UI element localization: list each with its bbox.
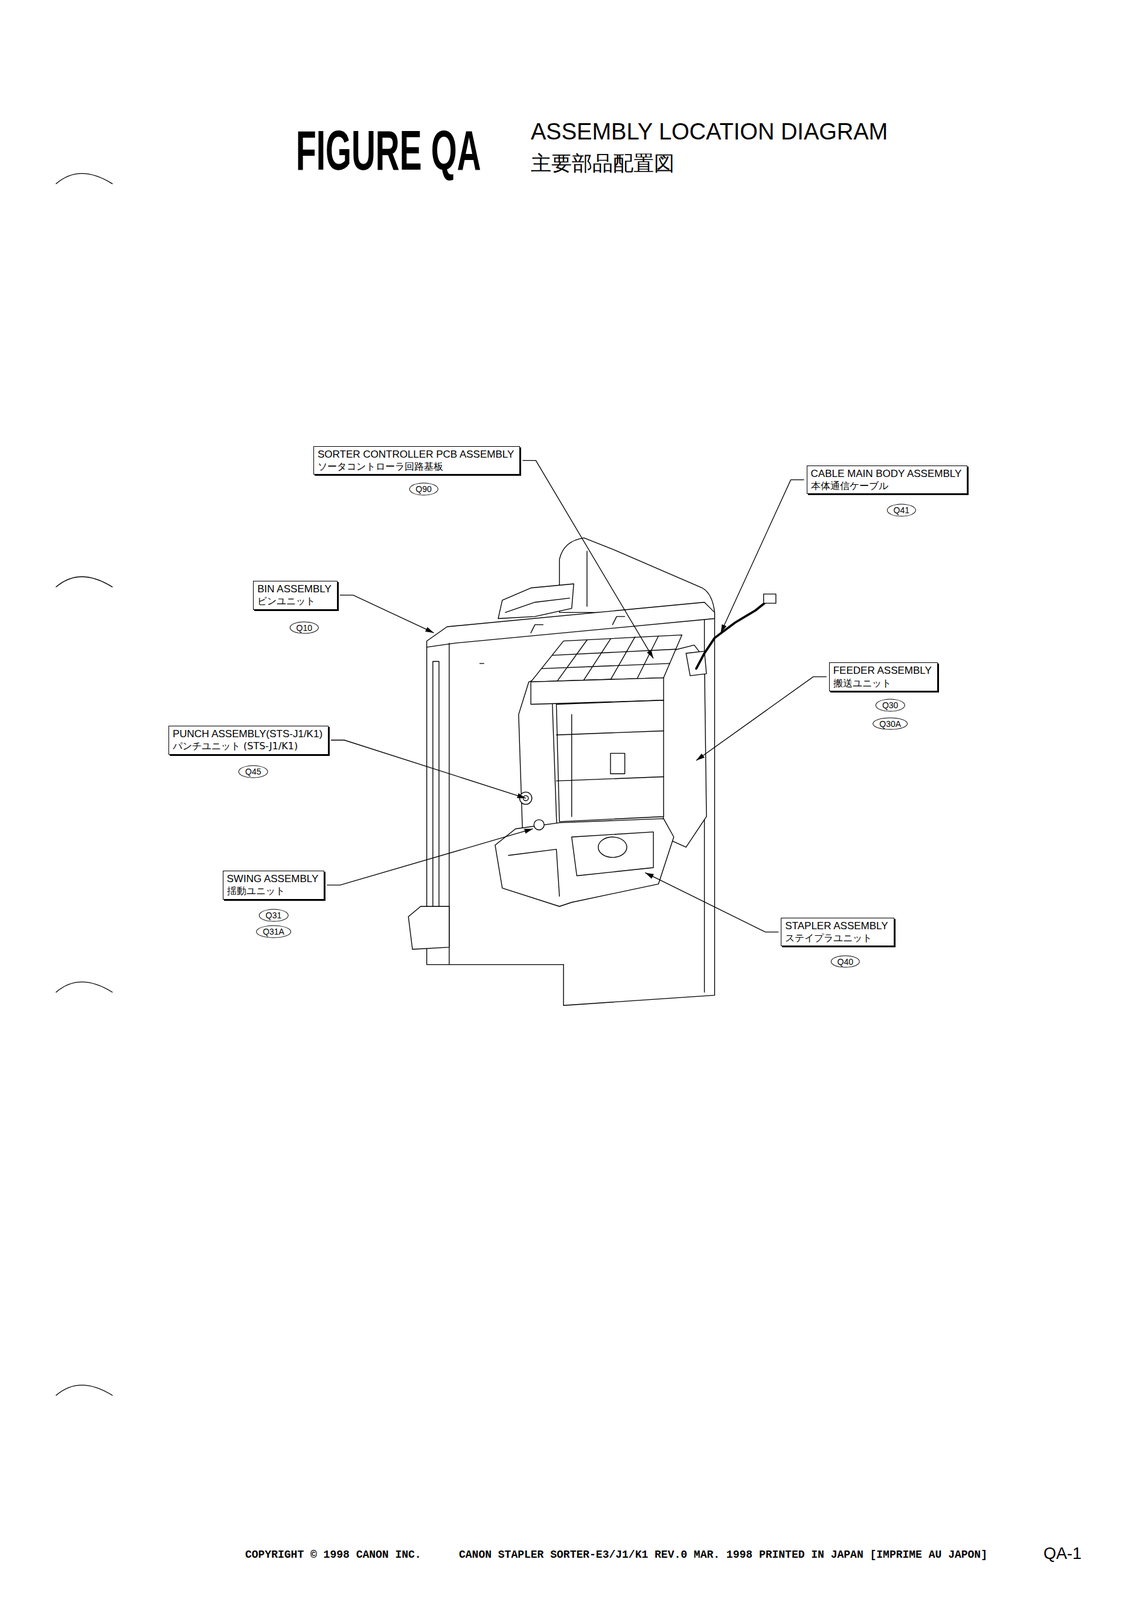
part-name-ja: 揺動ユニット <box>227 885 319 897</box>
leader-line <box>696 676 827 761</box>
callout-number: Q45 <box>245 766 261 778</box>
callout-number: Q31A <box>262 926 285 938</box>
part-name: SORTER CONTROLLER PCB ASSEMBLY <box>317 448 514 461</box>
callout-number: Q30 <box>882 700 898 711</box>
cabinet-base <box>449 964 564 965</box>
lower-tray <box>408 906 450 950</box>
callout-number: Q31 <box>265 910 282 921</box>
label-box: BIN ASSEMBLYビンユニット <box>253 580 338 610</box>
cabinet-lid-mark <box>480 663 485 664</box>
cable <box>696 602 766 669</box>
frame-right-plate <box>661 644 707 848</box>
output-tray <box>498 583 574 619</box>
part-name-ja: 本体通信ケーブル <box>810 480 962 492</box>
callout-oval: Q45 <box>238 765 268 779</box>
copyright-note: COPYRIGHT © 1998 CANON INC. <box>245 1549 422 1561</box>
callout-oval: Q90 <box>408 482 438 496</box>
part-name: SWING ASSEMBLY <box>227 873 319 886</box>
label-box: SWING ASSEMBLY揺動ユニット <box>222 870 325 900</box>
callout-oval: Q30A <box>872 717 908 731</box>
part-name: STAPLER ASSEMBLY <box>785 920 888 933</box>
callout-number: Q40 <box>837 956 854 967</box>
part-name: BIN ASSEMBLY <box>257 583 332 596</box>
binder-hole <box>56 1385 113 1396</box>
feeder-grid-front <box>530 678 664 705</box>
subtitle-en: ASSEMBLY LOCATION DIAGRAM <box>530 120 888 144</box>
stapler-detail <box>508 832 654 897</box>
punch-knob <box>519 792 533 805</box>
callout-oval: Q30 <box>875 699 905 712</box>
figure-title: FIGURE QA <box>295 122 482 179</box>
binder-hole <box>56 981 113 993</box>
cabinet-back <box>559 538 715 613</box>
subtitle-ja: 主要部品配置図 <box>530 152 675 174</box>
cabinet-slot <box>432 661 440 924</box>
label-box: CABLE MAIN BODY ASSEMBLY本体通信ケーブル <box>806 465 968 495</box>
label-box: SORTER CONTROLLER PCB ASSEMBLYソータコントローラ回… <box>313 446 520 476</box>
callout-oval: Q31A <box>256 925 292 939</box>
lid-hook <box>612 616 625 625</box>
callout-number: Q30A <box>879 718 901 729</box>
part-name: FEEDER ASSEMBLY <box>833 664 932 677</box>
binder-hole <box>56 173 113 184</box>
sorter-drawing <box>56 173 776 1396</box>
part-name: PUNCH ASSEMBLY(STS-J1/K1) <box>172 728 323 741</box>
leader-line <box>522 460 654 659</box>
part-name-ja: ビンユニット <box>257 595 332 607</box>
stapler-motor <box>598 836 627 858</box>
callout-oval: Q10 <box>289 621 319 635</box>
callout-number: Q10 <box>296 622 313 633</box>
page-number: QA-1 <box>1043 1545 1082 1563</box>
punch-knob-core <box>522 795 528 801</box>
feeder-body <box>556 700 664 822</box>
part-name: CABLE MAIN BODY ASSEMBLY <box>810 467 962 481</box>
lid-hook <box>530 625 543 634</box>
feeder-grid <box>530 635 682 683</box>
feeder-rail <box>556 714 664 817</box>
part-name-ja: ソータコントローラ回路基板 <box>317 460 514 473</box>
cabinet-back-line <box>586 551 587 607</box>
leader-line <box>326 829 533 886</box>
binder-hole <box>56 576 113 587</box>
leader-line <box>644 872 779 932</box>
cable-connector <box>763 594 776 604</box>
label-box: FEEDER ASSEMBLY搬送ユニット <box>829 662 938 692</box>
part-name-ja: ステイプラユニット <box>785 932 888 944</box>
part-name-ja: パンチユニット (STS-J1/K1) <box>172 740 323 752</box>
callout-oval: Q41 <box>887 504 917 517</box>
leader-line <box>339 595 435 633</box>
print-info: CANON STAPLER SORTER-E3/J1/K1 REV.0 MAR.… <box>458 1549 988 1561</box>
feeder-grid-line <box>542 635 676 681</box>
leader-line <box>721 480 805 633</box>
swing-gear <box>533 820 545 831</box>
label-box: STAPLER ASSEMBLYステイプラユニット <box>780 917 894 947</box>
callout-oval: Q40 <box>830 955 860 968</box>
part-name-ja: 搬送ユニット <box>833 677 932 690</box>
callout-oval: Q31 <box>259 909 289 923</box>
output-tray-line <box>505 598 571 613</box>
callout-number: Q41 <box>893 505 910 516</box>
feeder-part <box>610 753 625 775</box>
label-box: PUNCH ASSEMBLY(STS-J1/K1)パンチユニット (STS-J1… <box>168 725 329 755</box>
callout-number: Q90 <box>415 483 432 494</box>
leader-line <box>330 740 526 799</box>
